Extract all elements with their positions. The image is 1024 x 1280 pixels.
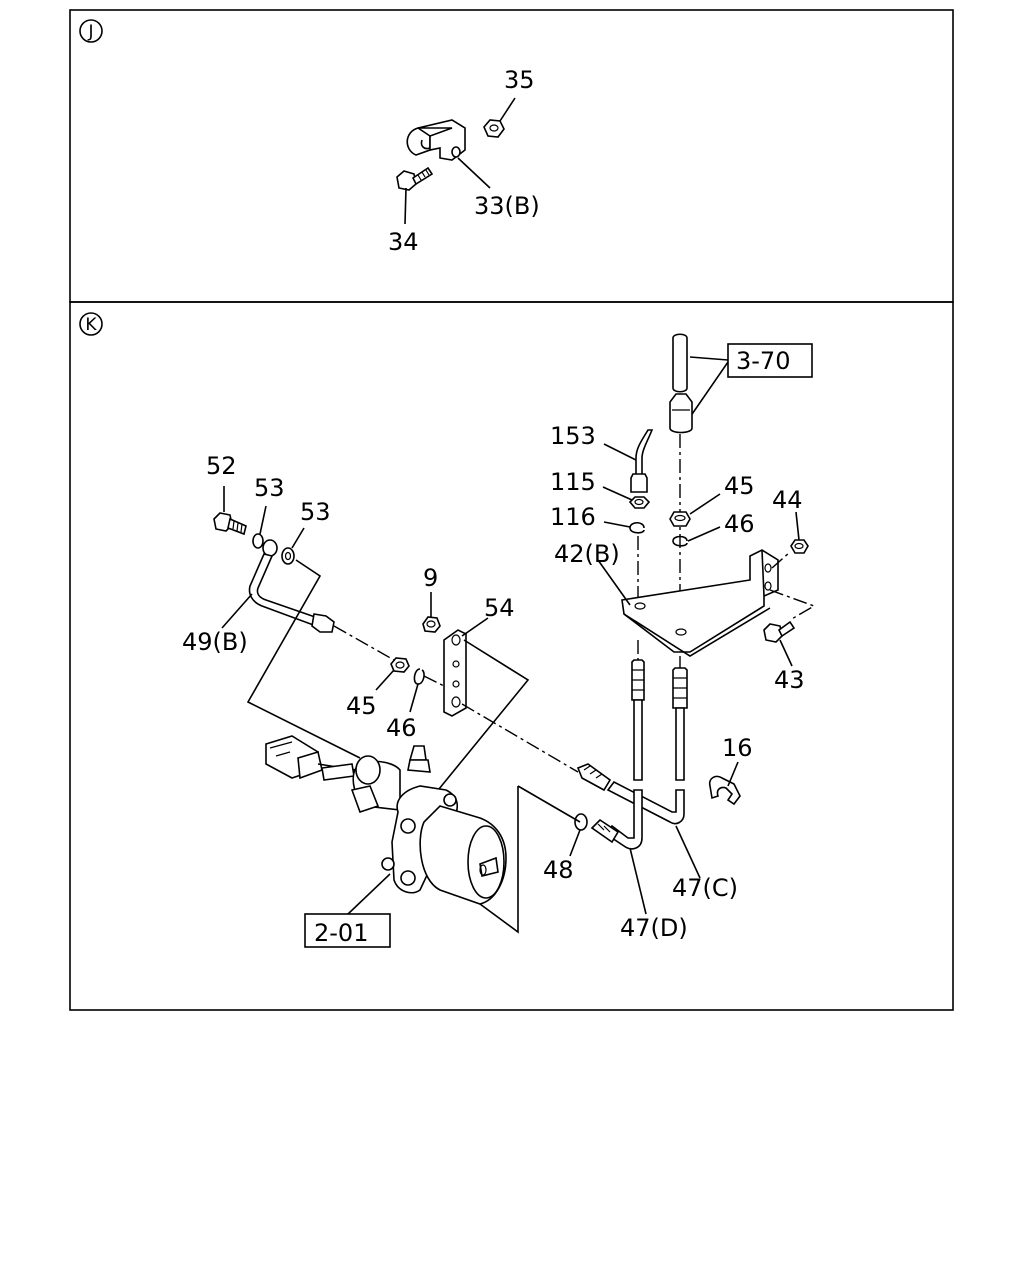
centerline-49b: [333, 625, 395, 661]
label-45-lower: 45: [346, 692, 377, 720]
panel-j-marker: J: [87, 22, 93, 42]
bracket-42b: [621, 549, 779, 657]
panel-k-frame: [69, 301, 954, 1011]
label-34: 34: [388, 228, 419, 256]
leader-33b: [457, 157, 491, 189]
leader-16: [727, 761, 739, 787]
panel-j-frame: [69, 9, 954, 303]
label-48: 48: [543, 856, 574, 884]
leader-34: [404, 187, 407, 225]
clip-16: [708, 775, 741, 806]
leader-44-dash: [771, 551, 791, 569]
panel-j: J 35 33(B) 34: [79, 19, 540, 256]
leader-48: [569, 829, 581, 857]
leader-47d: [629, 847, 647, 915]
label-53-b: 53: [300, 498, 331, 526]
label-115: 115: [550, 468, 596, 496]
washer-116: [629, 521, 645, 534]
label-46-lower: 46: [386, 714, 417, 742]
leader-42b: [597, 559, 631, 606]
ref-label-3-70: 3-70: [736, 347, 790, 375]
label-47d: 47(D): [620, 914, 688, 942]
leader-35: [499, 97, 516, 122]
leader-2-01: [347, 873, 391, 915]
panel-k-marker: K: [85, 315, 97, 335]
pipe-47d: [590, 789, 643, 850]
bolt-34: [396, 166, 434, 191]
label-46-upper: 46: [724, 510, 755, 538]
ref-box-2-01: [304, 913, 391, 948]
leader-46-upper: [687, 526, 721, 542]
label-116: 116: [550, 503, 596, 531]
panel-k: K 3-70 153 115 116: [79, 312, 816, 948]
centerline-47-vertical: [637, 640, 681, 668]
label-16: 16: [722, 734, 753, 762]
washer-48: [574, 813, 588, 831]
plate-54: [443, 629, 467, 717]
label-47c: 47(C): [672, 874, 738, 902]
bolt-43: [763, 620, 796, 643]
leader-44: [795, 511, 800, 541]
motor-2-01: [265, 735, 507, 905]
leader-47c: [675, 825, 701, 879]
leader-49b: [221, 593, 253, 629]
panel-k-marker-circle: [79, 312, 103, 336]
leader-45-upper: [689, 493, 721, 515]
label-153: 153: [550, 422, 596, 450]
label-45-upper: 45: [724, 472, 755, 500]
centerline-54: [461, 703, 579, 773]
centerline-43: [769, 589, 816, 621]
leader-53-a: [259, 505, 267, 535]
pipe-49b: [248, 539, 335, 633]
washer-53-b: [281, 547, 295, 565]
label-9: 9: [423, 564, 438, 592]
outline-54-motor: [429, 639, 530, 801]
label-33b: 33(B): [474, 192, 540, 220]
clip-33b: [406, 119, 466, 161]
label-44: 44: [772, 486, 803, 514]
ref-box-3-70: [727, 343, 813, 378]
leader-46-lower: [409, 683, 419, 713]
label-43: 43: [774, 666, 805, 694]
leader-116: [603, 521, 631, 528]
label-54: 54: [484, 594, 515, 622]
label-49b: 49(B): [182, 628, 248, 656]
panel-j-marker-circle: [79, 19, 103, 43]
nut-115: [628, 496, 651, 509]
label-42b: 42(B): [554, 540, 620, 568]
washer-46-lower: [413, 668, 425, 685]
leader-45-lower: [375, 669, 395, 691]
pipe-47-vertical: [631, 659, 688, 781]
centerline-46-lower: [423, 675, 445, 687]
hose-153: [630, 429, 654, 493]
pipe-47c: [576, 763, 685, 825]
leader-53-b: [291, 527, 305, 549]
leader-153: [603, 443, 637, 461]
leader-43: [779, 639, 793, 667]
ref-label-2-01: 2-01: [314, 919, 368, 947]
label-52: 52: [206, 452, 237, 480]
nut-44: [790, 539, 809, 554]
bolt-52: [213, 512, 247, 536]
leader-54: [461, 617, 489, 637]
outline-bracket-motor: [479, 785, 581, 934]
nut-9: [422, 616, 441, 633]
nut-35: [483, 119, 505, 138]
label-35: 35: [504, 66, 535, 94]
nut-45-upper: [669, 511, 691, 527]
label-53-a: 53: [254, 474, 285, 502]
outline-49b-motor: [246, 559, 361, 759]
pipe-3-70: [669, 333, 693, 434]
leader-115: [602, 486, 633, 501]
leader-3-70: [687, 356, 729, 421]
washer-53-a: [252, 533, 264, 549]
washer-46-upper: [672, 535, 688, 547]
